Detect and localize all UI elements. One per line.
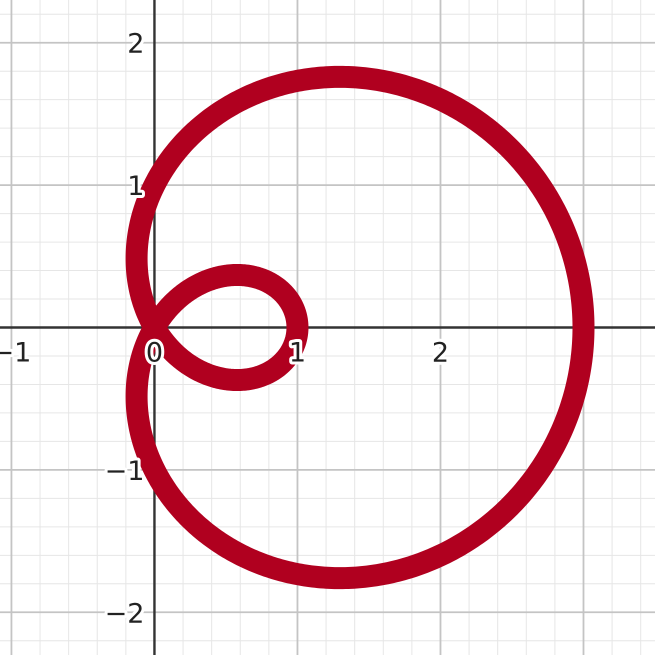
- y-tick-label: −1: [105, 456, 145, 487]
- tick-labels: −1 0 1 2 2 1 −1 −2: [0, 26, 452, 633]
- x-tick-label: 0: [146, 338, 163, 369]
- x-tick-label: 2: [432, 338, 449, 369]
- y-tick-label: 1: [127, 171, 144, 202]
- x-tick-label: 1: [289, 338, 306, 369]
- series-line[interactable]: [125, 65, 595, 590]
- curve-layer: [125, 65, 595, 590]
- x-tick-label: −1: [0, 338, 31, 369]
- y-tick-label: −2: [105, 598, 145, 629]
- y-tick-label: 2: [127, 29, 144, 60]
